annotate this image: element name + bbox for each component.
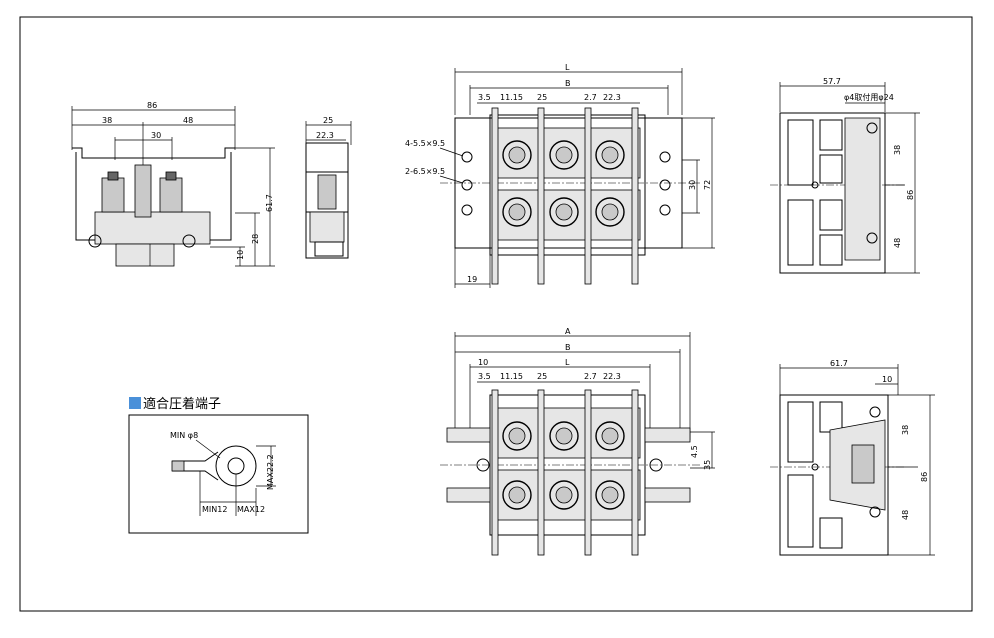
top-right-rail-view: 57.7 φ4取付用φ24 38 86 48 (770, 77, 920, 274)
dim-br-38: 38 (901, 425, 910, 435)
side-view: 86 38 48 30 61.7 28 10 (71, 101, 275, 267)
dim-bot-25: 25 (537, 372, 547, 381)
dim-top-27: 2.7 (584, 93, 597, 102)
crimp-terminal-box: 適合圧着端子 MIN φ8 MAX22.2 MIN12 MAX12 (128, 396, 309, 534)
dim-bot-1115: 11.15 (500, 372, 523, 381)
crimp-max12: MAX12 (237, 505, 265, 514)
dim-bot-B: B (565, 343, 571, 352)
dim-bot-35h: 35 (703, 460, 712, 470)
dim-side-86: 86 (147, 101, 157, 110)
dim-bot-45: 4.5 (690, 445, 699, 458)
dim-bot-10: 10 (478, 358, 488, 367)
dim-tr-38: 38 (893, 145, 902, 155)
dim-top-30: 30 (688, 180, 697, 190)
dim-top-25: 25 (537, 93, 547, 102)
dim-side-617: 61.7 (265, 194, 274, 212)
dim-bot-35: 3.5 (478, 372, 491, 381)
bottom-screws (502, 421, 625, 510)
dim-narrow-25: 25 (323, 116, 333, 125)
dim-tr-86: 86 (906, 190, 915, 200)
top-screws (502, 140, 625, 227)
dim-tr-48: 48 (893, 238, 902, 248)
hole-label-2: 2-6.5×9.5 (405, 167, 445, 176)
top-terminal-view: L B 3.5 11.15 25 2.7 22.3 (405, 63, 715, 288)
dim-side-48: 48 (183, 116, 193, 125)
dim-tr-577: 57.7 (823, 77, 841, 86)
dim-bot-223: 22.3 (603, 372, 621, 381)
dim-top-19: 19 (467, 275, 477, 284)
dim-bot-27: 2.7 (584, 372, 597, 381)
crimp-min8: MIN φ8 (170, 431, 198, 440)
dim-bot-A: A (565, 327, 571, 336)
dim-narrow-223: 22.3 (316, 131, 334, 140)
dim-br-10: 10 (882, 375, 892, 384)
crimp-min12: MIN12 (202, 505, 227, 514)
dim-top-B: B (565, 79, 571, 88)
dim-side-38: 38 (102, 116, 112, 125)
crimp-terminal-title: 適合圧着端子 (143, 396, 221, 412)
dim-side-30: 30 (151, 131, 161, 140)
dim-br-48: 48 (901, 510, 910, 520)
dim-tr-rail: φ4取付用φ24 (844, 92, 894, 102)
bottom-terminal-view: A B 10 L 3.5 11.15 25 2.7 22.3 (440, 327, 715, 556)
dim-top-L: L (565, 63, 570, 72)
dim-side-28: 28 (251, 234, 260, 244)
dim-br-86: 86 (920, 472, 929, 482)
dim-top-1115: 11.15 (500, 93, 523, 102)
narrow-view: 25 22.3 (305, 116, 352, 259)
dim-top-223: 22.3 (603, 93, 621, 102)
dim-bot-L: L (565, 358, 570, 367)
hole-label-1: 4-5.5×9.5 (405, 139, 445, 148)
drawing-frame (19, 16, 973, 612)
dim-top-35: 3.5 (478, 93, 491, 102)
bottom-right-rail-view: 61.7 10 38 86 48 (770, 359, 935, 556)
dim-side-10: 10 (236, 250, 245, 260)
crimp-max222: MAX22.2 (266, 454, 275, 490)
dim-br-617: 61.7 (830, 359, 848, 368)
legend-square (129, 397, 141, 409)
dim-top-72: 72 (703, 180, 712, 190)
